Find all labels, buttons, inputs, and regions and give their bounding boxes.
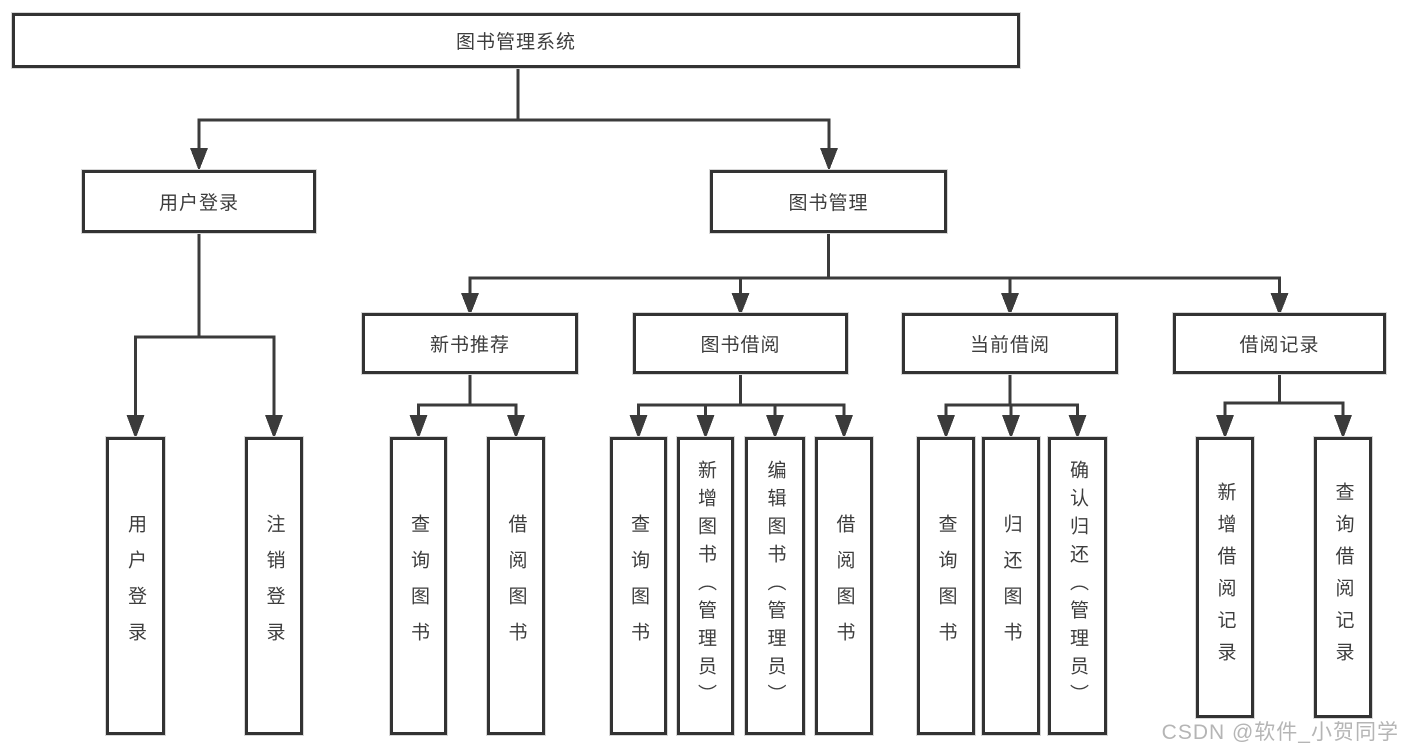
node-leaf-edit-book-admin: 编辑图书（管理员） <box>745 437 805 735</box>
node-label: 确认归还（管理员） <box>1067 460 1088 712</box>
node-new-book-recommend: 新书推荐 <box>362 313 578 374</box>
node-leaf-query-borrow-record: 查询借阅记录 <box>1314 437 1372 718</box>
connector-book-management-branch <box>461 233 1289 316</box>
node-label: 用户登录 <box>158 193 239 214</box>
connector-current-branch <box>937 374 1087 439</box>
node-leaf-confirm-return-admin: 确认归还（管理员） <box>1048 437 1107 735</box>
node-label: 图书管理系统 <box>455 32 576 53</box>
connector-borrow-branch <box>629 374 853 439</box>
node-label: 借阅图书 <box>505 514 527 658</box>
node-label: 查询图书 <box>935 514 957 658</box>
node-label: 编辑图书（管理员） <box>764 460 786 712</box>
node-user-login: 用户登录 <box>82 170 316 233</box>
connector-root-to-level2 <box>190 68 838 171</box>
node-leaf-borrow-books: 借阅图书 <box>815 437 873 735</box>
connector-records-branch <box>1216 374 1352 439</box>
node-label: 归还图书 <box>1000 514 1022 658</box>
node-leaf-query-books-current: 查询图书 <box>917 437 975 735</box>
connector-user-login-branch <box>126 233 283 439</box>
node-label: 借阅记录 <box>1239 335 1320 356</box>
node-root-system: 图书管理系统 <box>12 13 1020 68</box>
node-leaf-return-books: 归还图书 <box>982 437 1040 735</box>
node-leaf-query-books-recommend: 查询图书 <box>390 437 447 735</box>
node-leaf-add-book-admin: 新增图书（管理员） <box>677 437 734 735</box>
node-label: 新增借阅记录 <box>1214 481 1236 674</box>
node-book-management: 图书管理 <box>710 170 947 233</box>
node-label: 新书推荐 <box>429 335 510 356</box>
node-label: 查询图书 <box>628 514 649 658</box>
node-leaf-query-books-borrow: 查询图书 <box>610 437 667 735</box>
node-leaf-borrow-books-recommend: 借阅图书 <box>487 437 545 735</box>
node-leaf-user-login: 用户登录 <box>106 437 165 735</box>
node-label: 图书管理 <box>788 193 869 214</box>
node-borrow-records: 借阅记录 <box>1173 313 1386 374</box>
connector-recommend-branch <box>409 374 525 439</box>
node-book-borrow: 图书借阅 <box>633 313 848 374</box>
node-label: 用户登录 <box>125 514 146 658</box>
node-label: 查询图书 <box>408 514 429 658</box>
node-label: 查询借阅记录 <box>1332 481 1354 674</box>
node-leaf-logout: 注销登录 <box>245 437 303 735</box>
node-label: 注销登录 <box>263 514 285 658</box>
node-label: 图书借阅 <box>700 335 781 356</box>
node-label: 借阅图书 <box>833 514 855 658</box>
node-current-borrow: 当前借阅 <box>902 313 1118 374</box>
node-leaf-add-borrow-record: 新增借阅记录 <box>1196 437 1254 718</box>
node-label: 新增图书（管理员） <box>695 460 716 712</box>
node-label: 当前借阅 <box>969 335 1050 356</box>
csdn-watermark: CSDN @软件_小贺同学 <box>1161 721 1399 744</box>
